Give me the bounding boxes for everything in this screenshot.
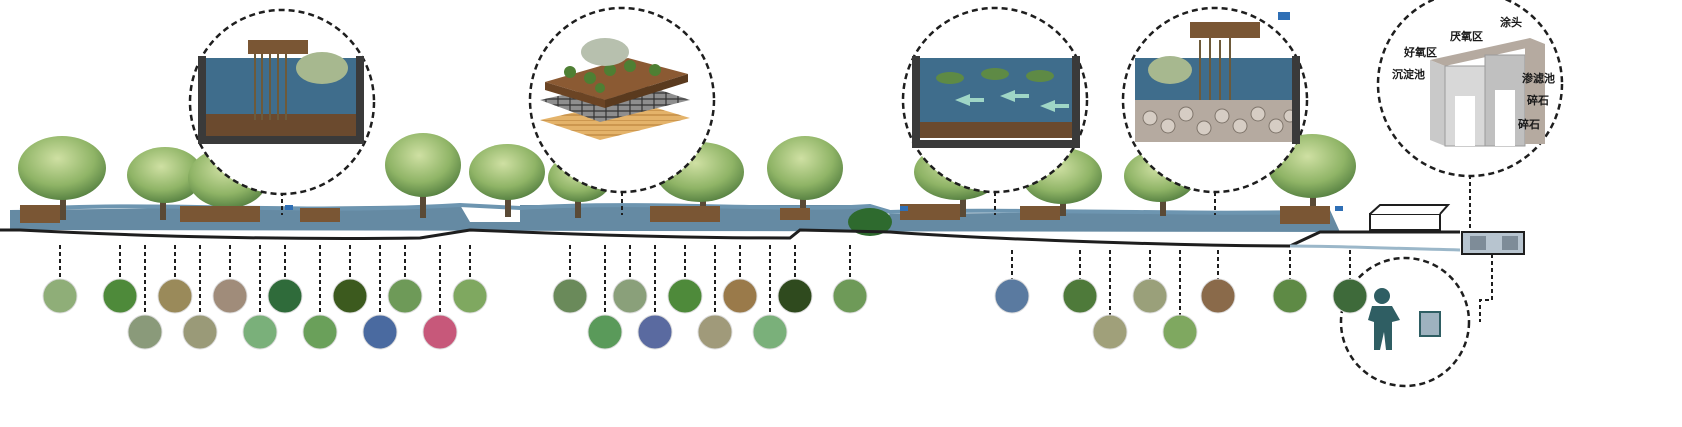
- label-filter: 渗滤池: [1522, 71, 1555, 85]
- label-gravel-1: 碎石: [1527, 93, 1549, 107]
- label-anaerobic: 厌氧区: [1450, 29, 1483, 43]
- label-gravel-2: 碎石: [1518, 117, 1540, 131]
- treatment-tank-detail-icon: 沉淀池 好氧区 厌氧区 涂头 渗滤池 碎石 碎石: [1378, 0, 1562, 176]
- label-sedimentation: 沉淀池: [1392, 67, 1425, 81]
- flow-wetland-detail-icon: [903, 8, 1087, 192]
- plant-sample-circle: [43, 279, 1367, 349]
- gravel-bed-detail-icon: [1123, 8, 1307, 192]
- label-head: 涂头: [1500, 15, 1522, 29]
- operator-detail-icon: [1341, 258, 1469, 386]
- reed-bed-detail-icon: [190, 10, 374, 194]
- ground-profile-line: [0, 230, 1460, 246]
- label-aerobic: 好氧区: [1403, 45, 1437, 59]
- water-outflow-line: [1290, 246, 1460, 250]
- floating-island-detail-icon: [530, 8, 714, 192]
- plant-samples: [43, 245, 1367, 349]
- treatment-facility: [1370, 205, 1524, 254]
